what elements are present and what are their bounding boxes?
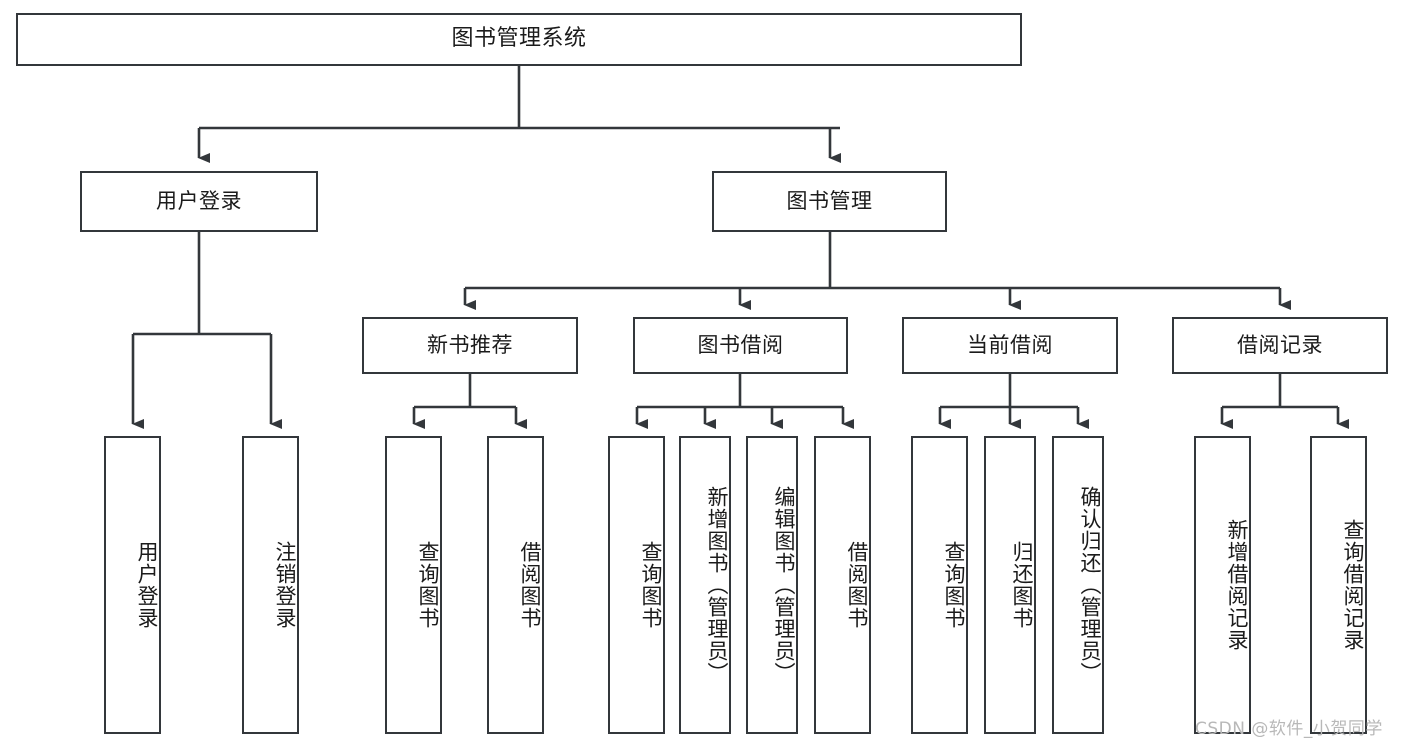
node-current-borrow-label: 当前借阅 [967, 332, 1053, 357]
leaf-logout-label: 注销登录 [273, 541, 297, 629]
node-book-manage[interactable]: 图书管理 [712, 171, 947, 232]
leaf-return-book-label: 归还图书 [1010, 541, 1034, 629]
leaf-logout[interactable]: 注销登录 [242, 436, 299, 734]
leaf-edit-book-label: 编辑图书（管理员） [772, 486, 796, 684]
node-new-book-recommend[interactable]: 新书推荐 [362, 317, 578, 374]
leaf-confirm-return[interactable]: 确认归还（管理员） [1052, 436, 1104, 734]
node-book-borrow[interactable]: 图书借阅 [633, 317, 848, 374]
node-borrow-record[interactable]: 借阅记录 [1172, 317, 1388, 374]
leaf-confirm-return-label: 确认归还（管理员） [1078, 486, 1102, 684]
csdn-watermark: CSDN @软件_小贺同学 [1195, 719, 1383, 739]
leaf-query-book-3[interactable]: 查询图书 [911, 436, 968, 734]
node-root[interactable]: 图书管理系统 [16, 13, 1022, 66]
leaf-add-book-label: 新增图书（管理员） [705, 486, 729, 684]
leaf-query-record[interactable]: 查询借阅记录 [1310, 436, 1367, 734]
leaf-query-book-2-label: 查询图书 [639, 541, 663, 629]
leaf-add-record-label: 新增借阅记录 [1225, 519, 1249, 651]
leaf-borrow-book-1-label: 借阅图书 [518, 541, 542, 629]
leaf-query-book-1[interactable]: 查询图书 [385, 436, 442, 734]
leaf-borrow-book-2-label: 借阅图书 [845, 541, 869, 629]
leaf-query-record-label: 查询借阅记录 [1341, 519, 1365, 651]
leaf-query-book-2[interactable]: 查询图书 [608, 436, 665, 734]
leaf-query-book-3-label: 查询图书 [942, 541, 966, 629]
leaf-user-login-label: 用户登录 [135, 541, 159, 629]
leaf-return-book[interactable]: 归还图书 [984, 436, 1036, 734]
leaf-add-book[interactable]: 新增图书（管理员） [679, 436, 731, 734]
node-user-login-label: 用户登录 [156, 188, 242, 213]
leaf-borrow-book-1[interactable]: 借阅图书 [487, 436, 544, 734]
node-current-borrow[interactable]: 当前借阅 [902, 317, 1118, 374]
node-new-book-recommend-label: 新书推荐 [427, 332, 513, 357]
node-user-login[interactable]: 用户登录 [80, 171, 318, 232]
node-root-label: 图书管理系统 [451, 26, 587, 52]
leaf-edit-book[interactable]: 编辑图书（管理员） [746, 436, 798, 734]
node-book-borrow-label: 图书借阅 [697, 332, 784, 357]
node-book-manage-label: 图书管理 [786, 188, 873, 213]
node-borrow-record-label: 借阅记录 [1237, 332, 1323, 357]
leaf-add-record[interactable]: 新增借阅记录 [1194, 436, 1251, 734]
leaf-user-login[interactable]: 用户登录 [104, 436, 161, 734]
leaf-borrow-book-2[interactable]: 借阅图书 [814, 436, 871, 734]
leaf-query-book-1-label: 查询图书 [416, 541, 440, 629]
